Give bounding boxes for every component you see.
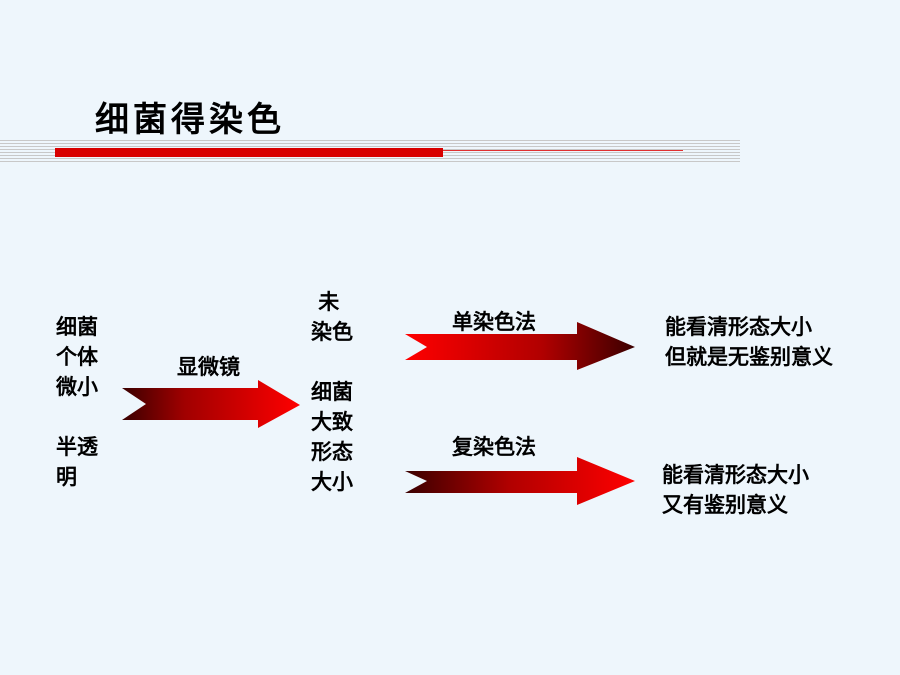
microscope-arrow [122,380,300,428]
compound-stain-result-line: 能看清形态大小 [662,463,809,487]
title-thin-line [443,150,683,151]
middle-line: 未 [311,290,340,314]
middle-line: 形态 [311,440,353,464]
middle-text-block: 未 染色 细菌 大致 形态 大小 [311,287,353,497]
left-line: 半透 [56,435,98,459]
left-line: 明 [56,465,77,489]
simple-stain-arrow [405,322,635,370]
title-red-bar [55,148,443,157]
simple-stain-result-line: 能看清形态大小 [665,315,812,339]
left-line [56,402,98,432]
left-line: 个体 [56,345,98,369]
compound-stain-arrow [405,457,635,505]
compound-stain-result: 能看清形态大小 又有鉴别意义 [662,460,809,520]
middle-line: 染色 [311,320,353,344]
middle-line: 细菌 [311,380,353,404]
simple-stain-label: 单染色法 [452,310,536,334]
left-line: 微小 [56,375,98,399]
compound-stain-result-line: 又有鉴别意义 [662,493,788,517]
simple-stain-result-line: 但就是无鉴别意义 [665,345,833,369]
compound-stain-label: 复染色法 [452,435,536,459]
middle-line: 大致 [311,410,353,434]
microscope-label: 显微镜 [177,355,240,379]
middle-line [311,347,353,377]
page-title: 细菌得染色 [95,100,285,140]
middle-line: 大小 [311,470,353,494]
simple-stain-result: 能看清形态大小 但就是无鉴别意义 [665,312,833,372]
left-line: 细菌 [56,315,98,339]
left-text-block: 细菌 个体 微小 半透 明 [56,312,98,492]
